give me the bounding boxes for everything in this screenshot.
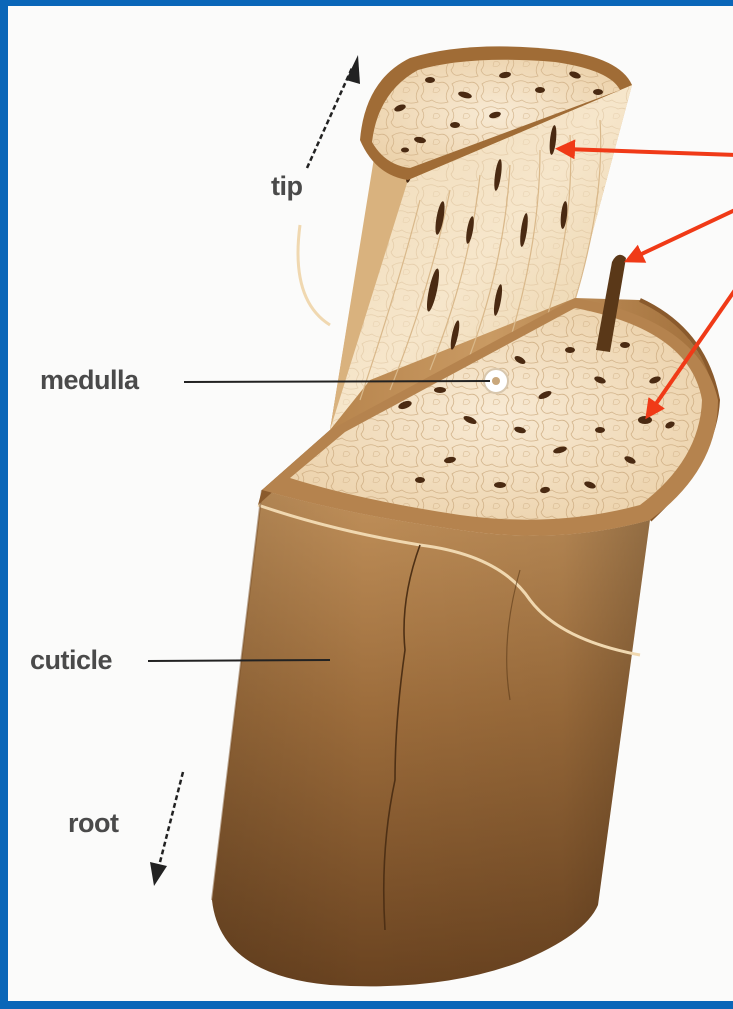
label-cuticle: cuticle: [30, 647, 112, 674]
label-medulla: medulla: [40, 367, 139, 394]
label-root: root: [68, 810, 118, 837]
label-tip: tip: [271, 173, 303, 200]
tip-arrow: [307, 55, 360, 168]
hair-shaft-lower: [212, 490, 650, 986]
medulla-pointer: [184, 381, 490, 382]
cuticle-pointer: [148, 660, 330, 661]
root-arrow: [150, 772, 183, 886]
